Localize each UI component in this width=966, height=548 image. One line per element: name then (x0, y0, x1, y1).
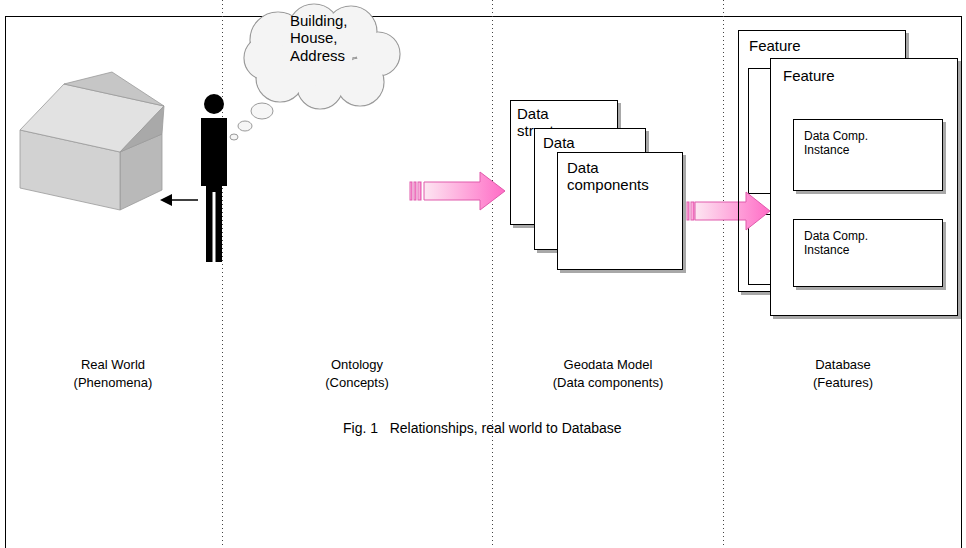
node-text: Feature (783, 67, 951, 84)
column-divider (223, 0, 724, 548)
observation-arrow (160, 194, 198, 206)
node-text: Data components (567, 159, 676, 194)
frame (5, 16, 962, 548)
instance-box: Data Comp. Instance (793, 119, 943, 191)
node-text: Data Comp. Instance (804, 230, 884, 258)
column-label: Ontology (Concepts) (317, 356, 397, 391)
block-arrow (410, 172, 505, 210)
figure-caption: Fig. 1 Relationships, real world to Data… (343, 419, 622, 438)
column-label: Database (Features) (805, 356, 881, 391)
house-illustration (20, 72, 164, 210)
node-text: Data (543, 134, 639, 151)
column-label: Real World (Phenomena) (63, 356, 163, 391)
node-text: Data Comp. Instance (804, 130, 884, 158)
node-text: Feature (749, 37, 899, 54)
concept-cloud: Building, House, Address (238, 2, 403, 110)
node-text: Building, House, Address (290, 12, 362, 64)
block-arrow (683, 192, 770, 230)
person-figure (201, 94, 227, 262)
instance-box: Data Comp. Instance (793, 219, 943, 287)
thought-bubble (230, 103, 273, 140)
feature-box: FeatureData Comp. InstanceData Comp. Ins… (770, 58, 958, 316)
data-component-box: Data components (557, 152, 683, 270)
column-label: Geodata Model (Data components) (546, 356, 670, 391)
